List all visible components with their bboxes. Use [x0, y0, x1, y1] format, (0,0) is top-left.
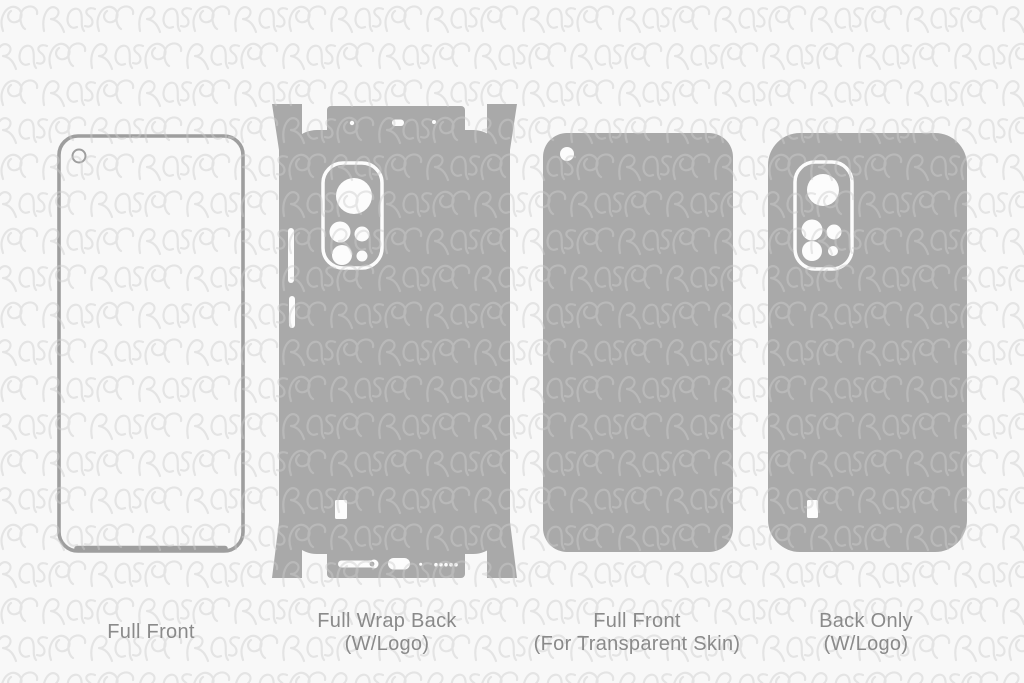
volume-button-cutout: [288, 228, 294, 283]
skin-label-full-front: Full Front: [107, 621, 194, 644]
skin-label-line1: Full Front: [593, 610, 681, 632]
skin-label-line2: (For Transparent Skin): [533, 633, 741, 655]
speaker-slot-cutout: [338, 560, 374, 568]
punch-hole-camera-cutout: [560, 147, 574, 161]
camera-lens-cutout: [354, 226, 370, 242]
skin-label-line1: Back Only: [819, 610, 913, 632]
skin-label-full-front-transparent: Full Front (For Transparent Skin): [534, 610, 741, 656]
camera-lens-cutout: [826, 224, 842, 240]
skin-label-full-wrap-back: Full Wrap Back (W/Logo): [317, 610, 456, 656]
speaker-hole-cutout: [454, 562, 458, 567]
camera-flash-cutout: [356, 250, 368, 262]
camera-lens-cutout: [336, 178, 372, 214]
camera-flash-cutout: [828, 246, 838, 256]
full-wrap-back-skin: [272, 104, 517, 578]
speaker-hole-cutout: [434, 562, 438, 567]
back-panel-solid: [768, 133, 967, 552]
speaker-slot-pin: [369, 561, 375, 567]
usb-port-cutout: [388, 558, 410, 570]
ir-blaster-cutout: [392, 119, 404, 126]
skin-label-back-only: Back Only (W/Logo): [819, 610, 913, 656]
skin-label-line2: (W/Logo): [823, 633, 909, 655]
skin-label-line2: (W/Logo): [344, 633, 430, 655]
back-only-skin: [768, 133, 967, 552]
wrap-back-panel: [287, 130, 503, 554]
skin-label-line1: Full Front: [107, 621, 195, 643]
camera-lens-cutout: [807, 174, 839, 206]
mic-hole-cutout: [349, 120, 355, 126]
camera-lens-cutout: [329, 221, 351, 243]
logo-cutout: [335, 500, 347, 519]
camera-lens-cutout: [801, 219, 823, 241]
punch-hole-camera-cutout: [71, 148, 87, 164]
mic-hole-cutout: [419, 562, 423, 566]
full-front-transparent-skin: [543, 133, 733, 552]
mic-hole-cutout: [432, 120, 436, 124]
camera-lens-cutout: [332, 245, 352, 265]
camera-lens-cutout: [802, 241, 822, 261]
speaker-hole-cutout: [449, 562, 453, 567]
power-button-cutout: [289, 296, 295, 328]
skin-label-line1: Full Wrap Back: [317, 610, 457, 632]
logo-cutout: [807, 500, 818, 518]
speaker-hole-cutout: [444, 562, 448, 567]
front-panel-solid: [543, 133, 733, 552]
speaker-hole-cutout: [439, 562, 443, 567]
